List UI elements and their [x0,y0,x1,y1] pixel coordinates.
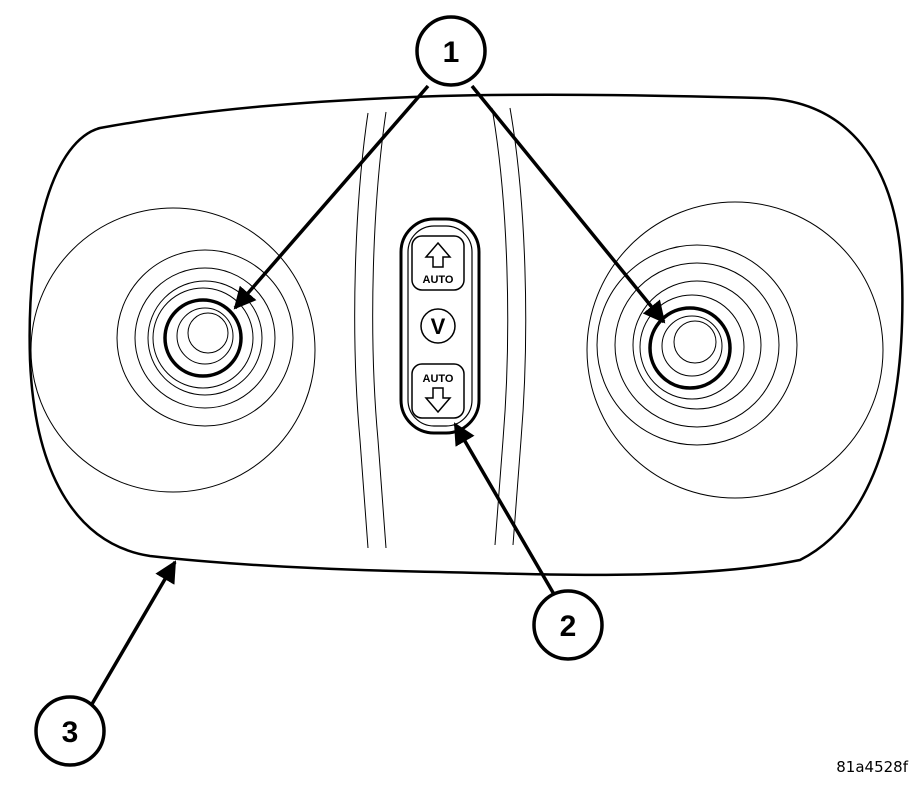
vent-button[interactable]: V [420,308,456,344]
callout-1: 1 [415,15,487,87]
callout-3-label: 3 [62,716,79,749]
leader-1-right [470,84,666,324]
left-lamp-ring-2 [116,249,294,427]
right-map-lamp [586,201,884,499]
right-lamp-ring-2 [596,244,798,446]
auto-open-button[interactable]: AUTO [411,235,465,291]
leader-arrows [90,84,666,705]
right-lamp-lens-core [673,320,717,364]
figure-id: 81a4528f [836,758,908,776]
leader-3 [90,560,177,705]
auto-close-button[interactable]: AUTO [411,363,465,419]
switch-bezel-inner [407,225,473,427]
left-map-lamp [30,207,316,493]
right-lamp-lens-inner [661,315,723,377]
auto-open-label: AUTO [423,274,454,286]
callout-3: 3 [34,695,106,767]
leader-1-left [233,84,430,310]
arrow-up-icon [424,241,452,268]
left-lamp-lens [163,298,243,378]
left-lamp-outer-ring [30,207,316,493]
left-lamp-ring-5 [152,287,254,389]
auto-close-label: AUTO [423,373,454,385]
right-lamp-ring-3 [614,262,780,428]
right-lamp-outer-ring [586,201,884,499]
arrow-down-icon [424,387,452,414]
sunroof-switch[interactable]: AUTO V AUTO [399,217,481,435]
switch-bezel-outer [399,217,481,435]
leader-2 [453,422,557,597]
callout-2-label: 2 [560,610,577,643]
left-lamp-lens-inner [176,307,234,365]
right-lamp-ring-4 [632,280,762,410]
center-panel-seams [354,107,527,549]
right-lamp-lens [648,306,732,390]
left-lamp-lens-core [187,312,229,354]
callout-2: 2 [532,589,604,661]
callout-1-label: 1 [443,36,460,69]
left-lamp-ring-3 [134,267,276,409]
console-housing [28,93,904,577]
vent-label: V [431,314,446,339]
right-lamp-ring-5 [639,294,745,400]
left-lamp-ring-4 [147,280,263,396]
